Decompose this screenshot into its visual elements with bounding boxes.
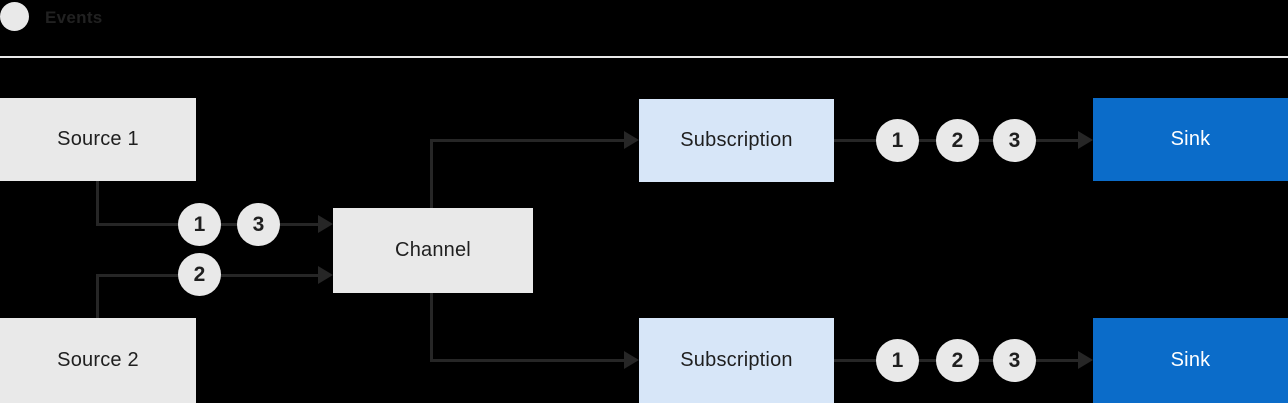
event-badge: 1 [876, 119, 919, 162]
event-badge: 1 [178, 203, 221, 246]
node-subscription-top-label: Subscription [680, 129, 793, 151]
legend-label: Events [45, 8, 103, 27]
node-sink-bottom-label: Sink [1170, 349, 1211, 371]
node-channel: Channel [333, 208, 533, 293]
arrowhead-subscription-bottom-to-sink [1078, 351, 1093, 369]
arrowhead-subscription-top-to-sink [1078, 131, 1093, 149]
node-sink-top: Sink [1093, 98, 1288, 181]
event-badge: 1 [876, 339, 919, 382]
arrowhead-channel-to-subscription-top [624, 131, 639, 149]
edge-channel-vertical-down [430, 293, 433, 361]
event-badge: 2 [178, 253, 221, 296]
node-channel-label: Channel [395, 239, 471, 261]
event-badge: 3 [993, 119, 1036, 162]
event-badge: 3 [237, 203, 280, 246]
node-source-2-label: Source 2 [57, 349, 139, 371]
node-subscription-bottom-label: Subscription [680, 349, 793, 371]
node-subscription-bottom: Subscription [639, 318, 834, 403]
event-badge: 3 [993, 339, 1036, 382]
arrowhead-channel-to-subscription-bottom [624, 351, 639, 369]
edge-source1-vertical [96, 181, 99, 226]
event-badge: 2 [936, 119, 979, 162]
legend-divider [0, 56, 1288, 58]
node-source-1: Source 1 [0, 98, 196, 181]
edge-source2-vertical [96, 274, 99, 318]
arrowhead-source2-to-channel [318, 266, 333, 284]
event-badge: 2 [936, 339, 979, 382]
event-circle-icon [0, 2, 29, 31]
node-sink-bottom: Sink [1093, 318, 1288, 403]
node-subscription-top: Subscription [639, 99, 834, 182]
arrowhead-source1-to-channel [318, 215, 333, 233]
edge-channel-vertical-up [430, 139, 433, 208]
node-source-2: Source 2 [0, 318, 196, 403]
edge-channel-to-subscription-bottom [430, 359, 624, 362]
node-sink-top-label: Sink [1170, 128, 1211, 150]
edge-channel-to-subscription-top [430, 139, 624, 142]
node-source-1-label: Source 1 [57, 128, 139, 150]
